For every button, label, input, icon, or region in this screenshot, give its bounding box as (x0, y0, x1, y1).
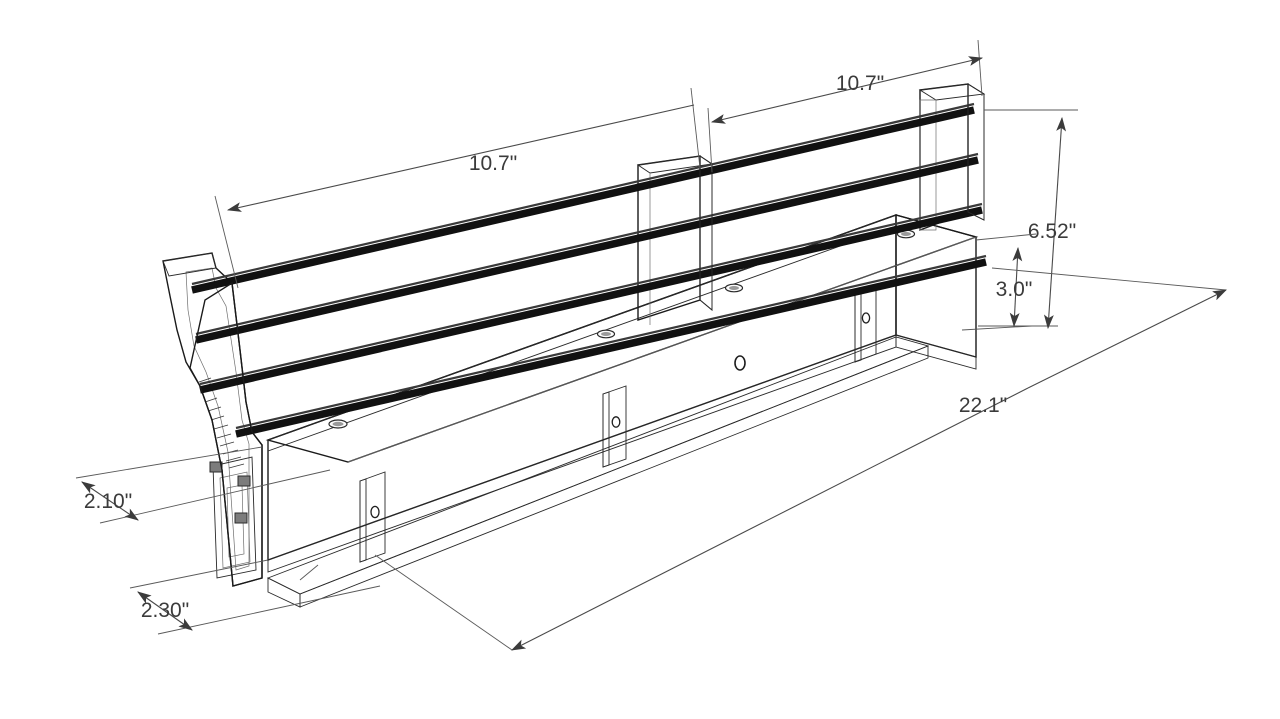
dimension-height-total[interactable]: 6.52" (978, 109, 1078, 330)
dimension-span-right[interactable]: 10.7" (707, 39, 984, 173)
dimension-label: 2.10" (84, 490, 132, 513)
dimension-annotations: 10.7" 10.7" 6.52" 3.0" (75, 39, 1227, 651)
post-overlays (189, 83, 985, 587)
base-flange (266, 336, 930, 608)
mounting-tab (854, 284, 877, 363)
dimension-label: 10.7" (469, 152, 517, 175)
main-body (265, 214, 979, 573)
dimension-label: 3.0" (996, 278, 1033, 301)
rail-bars (191, 102, 987, 438)
rail-bar (195, 152, 979, 344)
mounting-tab (602, 385, 627, 468)
leader-lines (374, 554, 513, 651)
dimension-length-total[interactable]: 22.1" (299, 267, 1227, 651)
dimension-depth-upper[interactable]: 2.10" (75, 446, 331, 524)
endcap-studs (209, 461, 251, 524)
dimension-label: 2.30" (141, 599, 189, 622)
dimension-label: 22.1" (959, 394, 1007, 417)
mounting-tab (359, 471, 386, 563)
top-mount-holes (328, 229, 916, 429)
dimension-height-body[interactable]: 3.0" (961, 233, 1037, 331)
dimension-label: 10.7" (836, 72, 884, 95)
rail-bar (199, 202, 983, 394)
rail-bar (191, 102, 975, 294)
model-geometry (162, 83, 987, 608)
dimension-label: 6.52" (1028, 220, 1076, 243)
dimension-span-left[interactable]: 10.7" (214, 87, 701, 289)
dimension-depth-lower[interactable]: 2.30" (129, 559, 381, 635)
front-face-hole (734, 355, 746, 371)
mounting-tabs (359, 284, 877, 563)
rail-bar (235, 254, 987, 438)
